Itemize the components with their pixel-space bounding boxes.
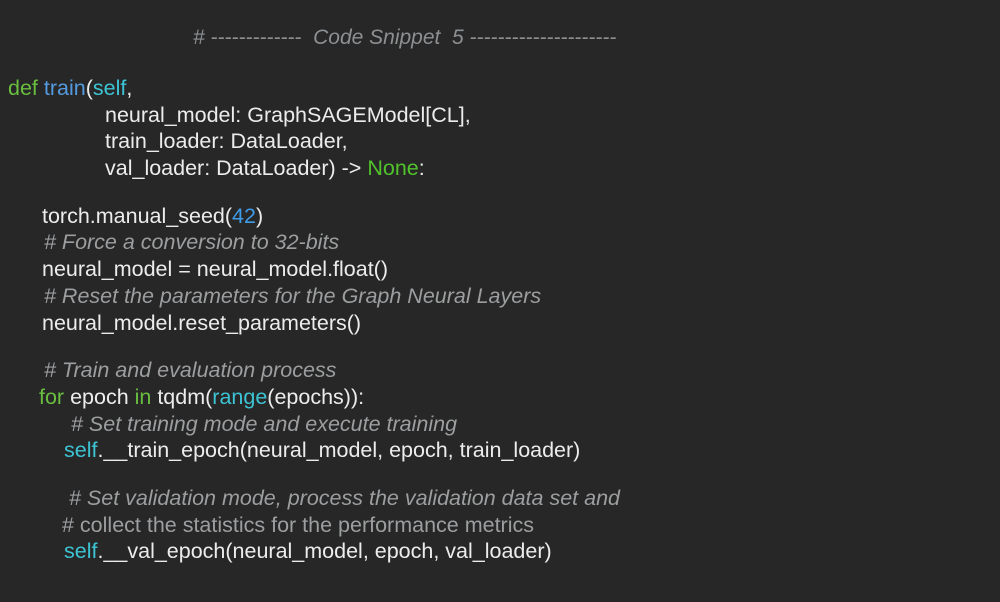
token-plain: .__val_epoch(neural_model, epoch, val_lo… [97,539,552,564]
code-line: neural_model.reset_parameters() [0,310,1000,337]
token-number: 42 [232,203,256,228]
token-builtin: self [64,539,98,564]
token-function: train [43,76,86,100]
token-plain: val_loader: DataLoader) -> [105,156,368,181]
token-constant: None [367,156,419,181]
code-line: # Force a conversion to 32-bits [0,229,1000,256]
token-comment: # Train and evaluation process [44,358,337,383]
token-comment: # Force a conversion to 32-bits [44,230,340,255]
token-plain: .__train_epoch(neural_model, epoch, trai… [97,438,581,463]
code-line: self.__val_epoch(neural_model, epoch, va… [0,538,1000,565]
token-comment: # Set validation mode, process the valid… [69,485,620,510]
code-snippet-page: # ------------- Code Snippet 5 ---------… [0,24,1000,602]
token-comment: # Reset the parameters for the Graph Neu… [44,283,542,308]
token-plain: ) [255,203,264,228]
token-plain: : [418,156,425,181]
code-line: self.__train_epoch(neural_model, epoch, … [0,437,1000,464]
token-keyword: in [134,384,152,409]
token-builtin: self [64,438,98,463]
token-plain: train_loader: DataLoader, [105,129,348,154]
code-line: neural_model: GraphSAGEModel[CL], [0,102,1000,129]
snippet-title-comment: # ------------- Code Snippet 5 ---------… [193,26,617,49]
token-builtin: range [212,384,268,409]
token-plain: torch.manual_seed( [42,203,233,228]
code-line: # Train and evaluation process [0,357,1000,384]
code-line: torch.manual_seed(42) [0,203,1000,230]
code-line: val_loader: DataLoader) -> None: [0,155,1000,182]
token-builtin: self [92,76,127,100]
token-keyword: def [8,76,44,100]
token-plain: ( [85,76,93,100]
token-plain: (epochs)): [267,384,365,409]
code-line-blank [0,182,1000,203]
token-plain: neural_model = neural_model.float() [42,257,388,282]
code-line: for epoch in tqdm(range(epochs)): [0,384,1000,411]
code-line: # Reset the parameters for the Graph Neu… [0,283,1000,310]
token-plain: neural_model.reset_parameters() [42,310,362,335]
token-keyword: for [39,384,65,409]
code-block: def train(self,neural_model: GraphSAGEMo… [0,75,1000,565]
token-comment: # Set training mode and execute training [71,411,458,436]
code-line-blank [0,464,1000,485]
code-line: # Set validation mode, process the valid… [0,485,1000,512]
token-plain: epoch [64,384,135,409]
code-line: neural_model = neural_model.float() [0,256,1000,283]
token-comment_upright: # collect the statistics for the perform… [62,512,534,537]
code-line: # Set training mode and execute training [0,411,1000,438]
code-line: def train(self, [0,75,1000,102]
token-plain: , [126,76,133,100]
code-line-blank [0,336,1000,357]
token-plain: tqdm( [151,384,213,409]
code-line: train_loader: DataLoader, [0,128,1000,155]
token-plain: neural_model: GraphSAGEModel[CL], [105,102,471,127]
code-line: # collect the statistics for the perform… [0,512,1000,539]
